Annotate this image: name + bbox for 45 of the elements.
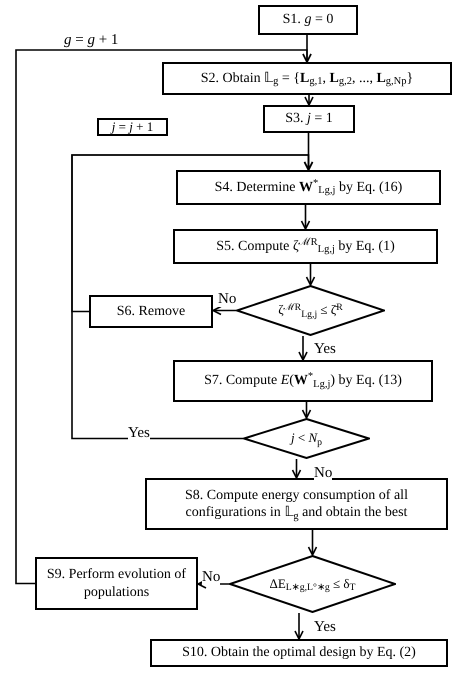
step-text: j = j + 1	[110, 118, 154, 136]
arrow	[292, 459, 302, 479]
process-box	[263, 105, 355, 133]
process-box	[173, 229, 438, 264]
arrow	[294, 613, 304, 640]
edge-label: Yes	[128, 425, 150, 441]
edge-label: g = g + 1	[64, 32, 118, 48]
arrow	[212, 306, 236, 316]
decision-diamond	[243, 418, 370, 459]
edge-label: No	[202, 569, 220, 585]
step-text: S2. Obtain 𝕃$_{g}$ = {L$_{g,1}$, L$_{g,2}$, ..., L$_{g,Np}$}	[200, 70, 414, 88]
arrow	[298, 336, 308, 361]
condition-text: ΔE$_{L∗g,L°∗g}$ ≤ δ$_{T}$	[268, 576, 357, 592]
step-text: S4. Determine W$^{*}$$_{Lg,j}$ by Eq. (16)	[214, 178, 404, 196]
arrow	[308, 530, 318, 556]
arrow	[15, 49, 312, 584]
counter-box	[97, 118, 168, 136]
step-text: S1. g = 0	[282, 11, 334, 29]
process-box	[162, 62, 452, 95]
step-text: S10. Obtain the optimal design by Eq. (2)	[181, 644, 417, 662]
step-text: S5. Compute ζ$^{ℳR}$$_{Lg,j}$ by Eq. (1)	[215, 238, 396, 256]
process-box	[35, 557, 198, 610]
process-box	[176, 170, 441, 205]
arrow	[304, 95, 314, 106]
process-box	[258, 5, 358, 35]
condition-text: j < N$_{p}$	[288, 430, 323, 447]
process-box	[173, 360, 433, 402]
edge-label: No	[314, 465, 332, 481]
arrow	[71, 154, 314, 440]
edge-label: No	[218, 291, 236, 307]
arrow	[300, 205, 310, 230]
step-text: S8. Compute energy consumption of all configurations in 𝕃$_{g}$ and obtain the best	[184, 486, 409, 522]
arrow	[306, 264, 316, 286]
process-box	[150, 639, 448, 667]
arrow	[302, 402, 312, 419]
process-box	[89, 295, 213, 328]
step-text: S3. j = 1	[284, 110, 334, 128]
step-text: S6. Remove	[116, 302, 186, 320]
arrow	[197, 579, 229, 589]
decision-diamond	[236, 285, 385, 336]
decision-diamond	[229, 555, 396, 613]
step-text: S9. Perform evolution of populations	[46, 566, 188, 601]
process-box	[145, 478, 448, 530]
condition-text: ζ$^{ℳR}$$_{Lg,j}$ ≤ ζ̄$^{R}$	[277, 302, 344, 319]
step-text: S7. Compute E(W$^{*}$$_{Lg,j}$) by Eq. (13)	[203, 372, 403, 390]
